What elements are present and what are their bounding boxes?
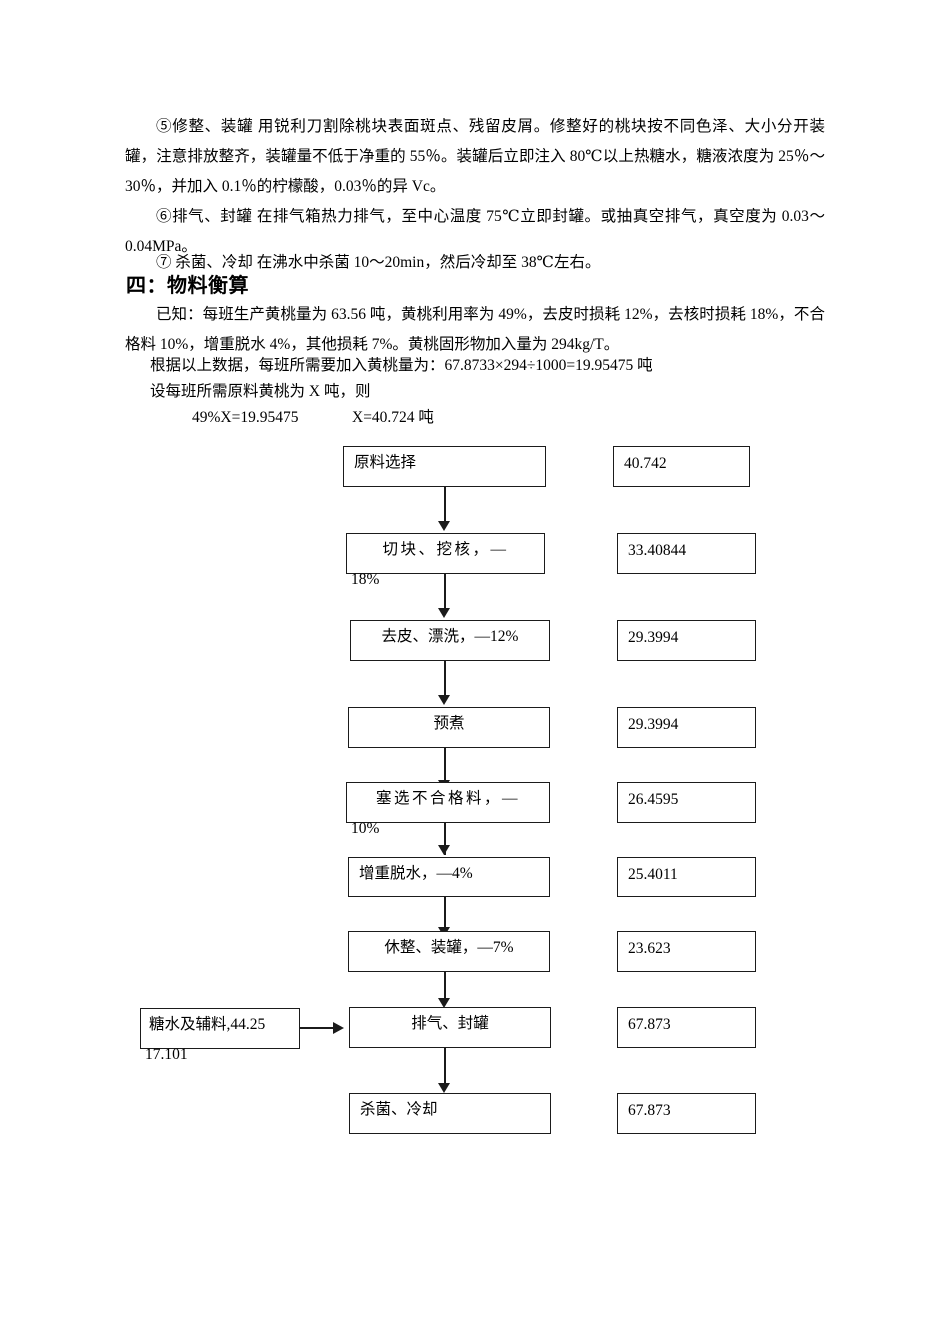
flow-value-6: 25.4011 — [617, 857, 756, 897]
flow-node-raw-material-selection[interactable]: 原料选择 — [343, 446, 546, 487]
calculation-line-2: 设每班所需原料黄桃为 X 吨，则 — [150, 383, 371, 400]
calculation-line-3-left: 49%X=19.95475 — [192, 409, 299, 426]
section-heading: 四：物料衡算 — [126, 273, 249, 297]
flow-node-4-label: 预煮 — [433, 715, 465, 732]
flow-node-2-label-tail: 18% — [351, 571, 380, 588]
flow-value-8: 67.873 — [617, 1007, 756, 1048]
connector-arrow-3-4 — [438, 695, 450, 705]
flow-node-9-label: 杀菌、冷却 — [360, 1101, 438, 1118]
connector-arrow-5-6 — [438, 845, 450, 855]
connector-line-2-3 — [444, 574, 446, 610]
connector-arrow-2-3 — [438, 608, 450, 618]
flow-value-7: 23.623 — [617, 931, 756, 972]
connector-line-1-2 — [444, 487, 446, 523]
flow-value-2: 33.40844 — [617, 533, 756, 574]
flow-node-sort-out-rejects[interactable]: 塞选不合格料，— 10% — [346, 782, 550, 837]
flow-node-5-label-tail: 10% — [351, 820, 380, 837]
flow-node-exhaust-and-seal[interactable]: 排气、封罐 — [349, 1007, 551, 1048]
flow-node-1-label: 原料选择 — [354, 454, 417, 471]
paragraph-6-text: ⑥排气、封罐 在排气箱热力排气，至中心温度 75℃立即封罐。或抽真空排气，真空度… — [125, 208, 825, 255]
flow-node-5-label-head: 塞选不合格料，— — [375, 790, 520, 807]
calculation-line-3-right: X=40.724 吨 — [352, 409, 434, 426]
given-conditions: 已知：每班生产黄桃量为 63.56 吨，黄桃利用率为 49%，去皮时损耗 12%… — [125, 300, 825, 360]
calculation-line-1: 根据以上数据，每班所需要加入黄桃量为：67.8733×294÷1000=19.9… — [150, 357, 653, 374]
connector-line-6-7 — [444, 897, 446, 931]
flow-node-sterilize-and-cool[interactable]: 杀菌、冷却 — [349, 1093, 551, 1134]
paragraph-5: ⑤修整、装罐 用锐利刀割除桃块表面斑点、残留皮屑。修整好的桃块按不同色泽、大小分… — [125, 112, 825, 202]
flow-node-precook[interactable]: 预煮 — [348, 707, 550, 748]
connector-arrow-7-8 — [438, 998, 450, 1008]
connector-arrow-1-2 — [438, 521, 450, 531]
connector-arrow-side-8 — [333, 1022, 344, 1034]
flow-value-1: 40.742 — [613, 446, 750, 487]
flow-value-9: 67.873 — [617, 1093, 756, 1134]
connector-arrow-8-9 — [438, 1083, 450, 1093]
paragraph-5-text: ⑤修整、装罐 用锐利刀割除桃块表面斑点、残留皮屑。修整好的桃块按不同色泽、大小分… — [125, 118, 825, 195]
paragraph-7: ⑦ 杀菌、冷却 在沸水中杀菌 10～20min，然后冷却至 38℃左右。 — [125, 248, 825, 278]
connector-line-3-4 — [444, 661, 446, 697]
paragraph-6: ⑥排气、封罐 在排气箱热力排气，至中心温度 75℃立即封罐。或抽真空排气，真空度… — [125, 202, 825, 262]
flow-node-side-label-tail: 17.101 — [145, 1046, 188, 1063]
connector-line-5-6 — [444, 823, 446, 855]
flow-node-peel-and-rinse[interactable]: 去皮、漂洗，—12% — [350, 620, 550, 661]
connector-line-8-9 — [444, 1048, 446, 1086]
flow-node-side-label-head: 糖水及辅料,44.25 — [149, 1016, 266, 1033]
connector-line-side-8 — [300, 1027, 336, 1029]
flow-node-2-label-head: 切块、挖核，— — [382, 541, 509, 558]
flow-node-dehydration[interactable]: 增重脱水，—4% — [348, 857, 550, 897]
flow-node-6-label: 增重脱水，—4% — [359, 865, 473, 882]
connector-line-7-8 — [444, 972, 446, 1002]
paragraph-7-text: ⑦ 杀菌、冷却 在沸水中杀菌 10～20min，然后冷却至 38℃左右。 — [156, 254, 601, 271]
flow-node-8-label: 排气、封罐 — [411, 1015, 489, 1032]
flow-value-5: 26.4595 — [617, 782, 756, 823]
flow-node-3-label: 去皮、漂洗，—12% — [381, 628, 519, 645]
flow-node-trim-and-fill[interactable]: 休整、装罐，—7% — [348, 931, 550, 972]
flow-value-4: 29.3994 — [617, 707, 756, 748]
connector-line-4-5 — [444, 748, 446, 782]
given-conditions-text: 已知：每班生产黄桃量为 63.56 吨，黄桃利用率为 49%，去皮时损耗 12%… — [125, 306, 825, 353]
flow-node-7-label: 休整、装罐，—7% — [384, 939, 514, 956]
flow-node-syrup-and-additives[interactable]: 糖水及辅料,44.25 17.101 — [140, 1008, 300, 1063]
flow-node-cut-and-pit[interactable]: 切块、挖核，— 18% — [346, 533, 545, 588]
flow-value-3: 29.3994 — [617, 620, 756, 661]
